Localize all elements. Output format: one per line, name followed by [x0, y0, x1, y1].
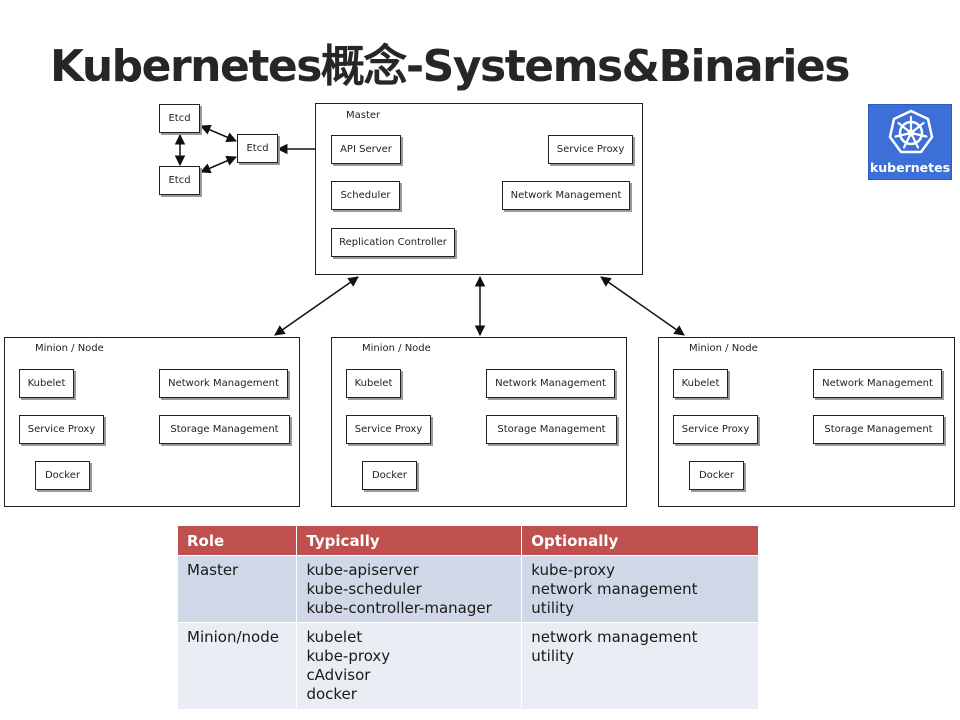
etcd-box: Etcd — [159, 104, 200, 133]
docker-box: Docker — [35, 461, 90, 490]
typically-cell: kubelet kube-proxy cAdvisor docker — [296, 622, 523, 709]
node-label: Minion / Node — [35, 343, 104, 354]
binary-item: kube-scheduler — [306, 580, 422, 598]
network-management-box: Network Management — [159, 369, 288, 398]
optionally-cell: kube-proxy network management utility — [521, 555, 759, 623]
service-proxy-box: Service Proxy — [673, 415, 758, 444]
column-header-optionally: Optionally — [521, 526, 759, 556]
typically-cell: kube-apiserver kube-scheduler kube-contr… — [296, 555, 523, 623]
api-server-box: API Server — [331, 135, 401, 164]
etcd-link-arrow — [200, 155, 237, 174]
service-proxy-box: Service Proxy — [548, 135, 633, 164]
binary-item: kube-proxy — [531, 561, 616, 579]
table-row: Master kube-apiserver kube-scheduler kub… — [178, 555, 759, 623]
binary-item: kubelet — [306, 628, 363, 646]
page-title: Kubernetes概念-Systems&Binaries — [50, 41, 850, 92]
logo-text: kubernetes — [869, 160, 951, 175]
etcd-box: Etcd — [237, 134, 278, 163]
binary-item: cAdvisor — [306, 666, 371, 684]
etcd-box: Etcd — [159, 166, 200, 195]
roles-table: Role Typically Optionally Master kube-ap… — [178, 526, 759, 709]
kubernetes-logo: kubernetes — [868, 104, 952, 180]
kubelet-box: Kubelet — [19, 369, 74, 398]
network-management-box: Network Management — [813, 369, 942, 398]
kubelet-box: Kubelet — [346, 369, 401, 398]
service-proxy-box: Service Proxy — [19, 415, 104, 444]
node-label: Minion / Node — [362, 343, 431, 354]
replication-controller-box: Replication Controller — [331, 228, 455, 257]
network-management-box: Network Management — [486, 369, 615, 398]
role-cell: Minion/node — [178, 622, 298, 709]
docker-box: Docker — [362, 461, 417, 490]
docker-box: Docker — [689, 461, 744, 490]
binary-item: utility — [531, 647, 574, 665]
column-header-typically: Typically — [296, 526, 523, 556]
role-cell: Master — [178, 555, 298, 623]
column-header-role: Role — [178, 526, 298, 556]
network-management-box: Network Management — [502, 181, 630, 210]
binary-item: docker — [306, 685, 357, 703]
storage-management-box: Storage Management — [813, 415, 944, 444]
storage-management-box: Storage Management — [159, 415, 290, 444]
binary-item: network management — [531, 580, 698, 598]
binary-item: utility — [531, 599, 574, 617]
master-node-arrow — [274, 276, 359, 336]
storage-management-box: Storage Management — [486, 415, 617, 444]
master-label: Master — [346, 110, 381, 121]
scheduler-box: Scheduler — [331, 181, 400, 210]
table-row: Minion/node kubelet kube-proxy cAdvisor … — [178, 622, 759, 709]
binary-item: kube-proxy — [306, 647, 391, 665]
table-header-row: Role Typically Optionally — [178, 526, 759, 556]
optionally-cell: network management utility — [521, 622, 759, 709]
etcd-link-arrow — [200, 124, 237, 143]
master-node-arrow — [600, 276, 685, 336]
kubelet-box: Kubelet — [673, 369, 728, 398]
service-proxy-box: Service Proxy — [346, 415, 431, 444]
binary-item: network management — [531, 628, 698, 646]
binary-item: kube-controller-manager — [306, 599, 492, 617]
helm-wheel-icon — [888, 109, 934, 154]
binary-item: kube-apiserver — [306, 561, 419, 579]
node-label: Minion / Node — [689, 343, 758, 354]
